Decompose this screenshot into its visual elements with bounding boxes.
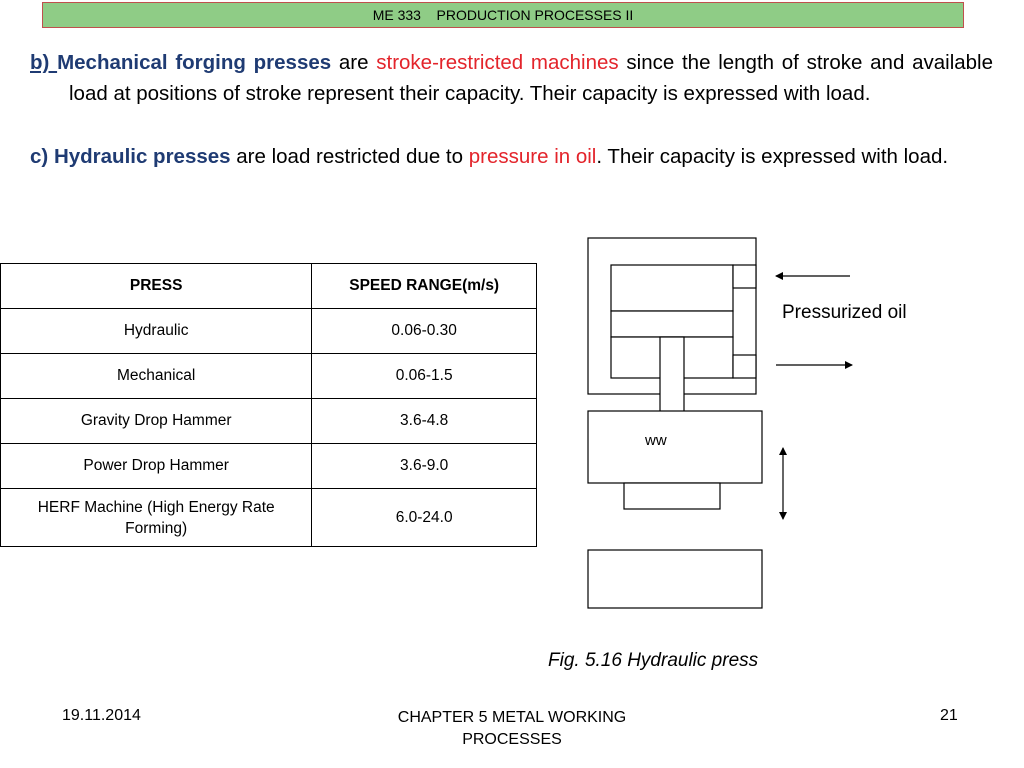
footer-date: 19.11.2014 xyxy=(62,707,141,724)
hydraulic-press-diagram xyxy=(587,237,853,609)
press-name: HERF Machine (High Energy Rate Forming) xyxy=(0,488,313,547)
speed-range-table: PRESS SPEED RANGE(m/s) Hydraulic 0.06-0.… xyxy=(0,263,537,547)
piston-rod xyxy=(659,336,685,413)
press-name: Mechanical xyxy=(0,353,313,399)
paragraph-b: b) Mechanical forging presses are stroke… xyxy=(30,47,993,109)
piston-head xyxy=(610,310,734,338)
header-press: PRESS xyxy=(0,263,313,309)
para-b-text1: are xyxy=(331,51,377,74)
course-code: ME 333 xyxy=(372,7,421,23)
para-b-text2: since the length of stroke and available… xyxy=(69,51,994,105)
footer-chapter-title: CHAPTER 5 METAL WORKING PROCESSES xyxy=(352,707,672,751)
header-bar: ME 333 PRODUCTION PROCESSES II xyxy=(42,2,964,28)
para-c-highlight: pressure in oil xyxy=(468,145,597,168)
table-row: Hydraulic 0.06-0.30 xyxy=(0,308,537,354)
page-number: 21 xyxy=(940,707,958,724)
press-name: Power Drop Hammer xyxy=(0,443,313,489)
header-speed-range: SPEED RANGE(m/s) xyxy=(311,263,537,309)
para-c-text1: are load restricted due to xyxy=(230,145,469,168)
table-row: Gravity Drop Hammer 3.6-4.8 xyxy=(0,398,537,444)
upper-die xyxy=(623,482,721,510)
para-c-term: Hydraulic presses xyxy=(53,145,231,168)
ram xyxy=(587,410,763,484)
table-row: HERF Machine (High Energy Rate Forming) … xyxy=(0,488,537,547)
para-c-text2: . Their capacity is expressed with load. xyxy=(596,145,949,168)
pressurized-oil-label: Pressurized oil xyxy=(782,302,907,323)
para-b-term: Mechanical forging presses xyxy=(57,51,332,74)
ww-label: ww xyxy=(645,432,667,449)
figure-caption: Fig. 5.16 Hydraulic press xyxy=(548,650,759,671)
speed-range: 3.6-9.0 xyxy=(311,443,537,489)
footer-chapter-line2: PROCESSES xyxy=(462,731,562,748)
anvil xyxy=(587,549,763,609)
press-name: Hydraulic xyxy=(0,308,313,354)
table-row: Power Drop Hammer 3.6-9.0 xyxy=(0,443,537,489)
speed-range: 3.6-4.8 xyxy=(311,398,537,444)
footer-chapter-line1: CHAPTER 5 METAL WORKING xyxy=(397,709,627,726)
upper-chamber xyxy=(610,264,734,312)
lower-oil-port xyxy=(732,354,757,379)
para-c-letter: c) xyxy=(30,145,54,168)
paragraph-c: c) Hydraulic presses are load restricted… xyxy=(30,141,993,172)
upper-oil-port xyxy=(732,264,757,289)
table-header-row: PRESS SPEED RANGE(m/s) xyxy=(0,263,537,309)
press-name: Gravity Drop Hammer xyxy=(0,398,313,444)
speed-range: 0.06-1.5 xyxy=(311,353,537,399)
course-title: PRODUCTION PROCESSES II xyxy=(436,7,634,23)
speed-range: 0.06-0.30 xyxy=(311,308,537,354)
para-b-highlight: stroke-restricted machines xyxy=(376,51,619,74)
para-b-letter: b) xyxy=(30,51,58,74)
speed-range: 6.0-24.0 xyxy=(311,488,537,547)
table-row: Mechanical 0.06-1.5 xyxy=(0,353,537,399)
